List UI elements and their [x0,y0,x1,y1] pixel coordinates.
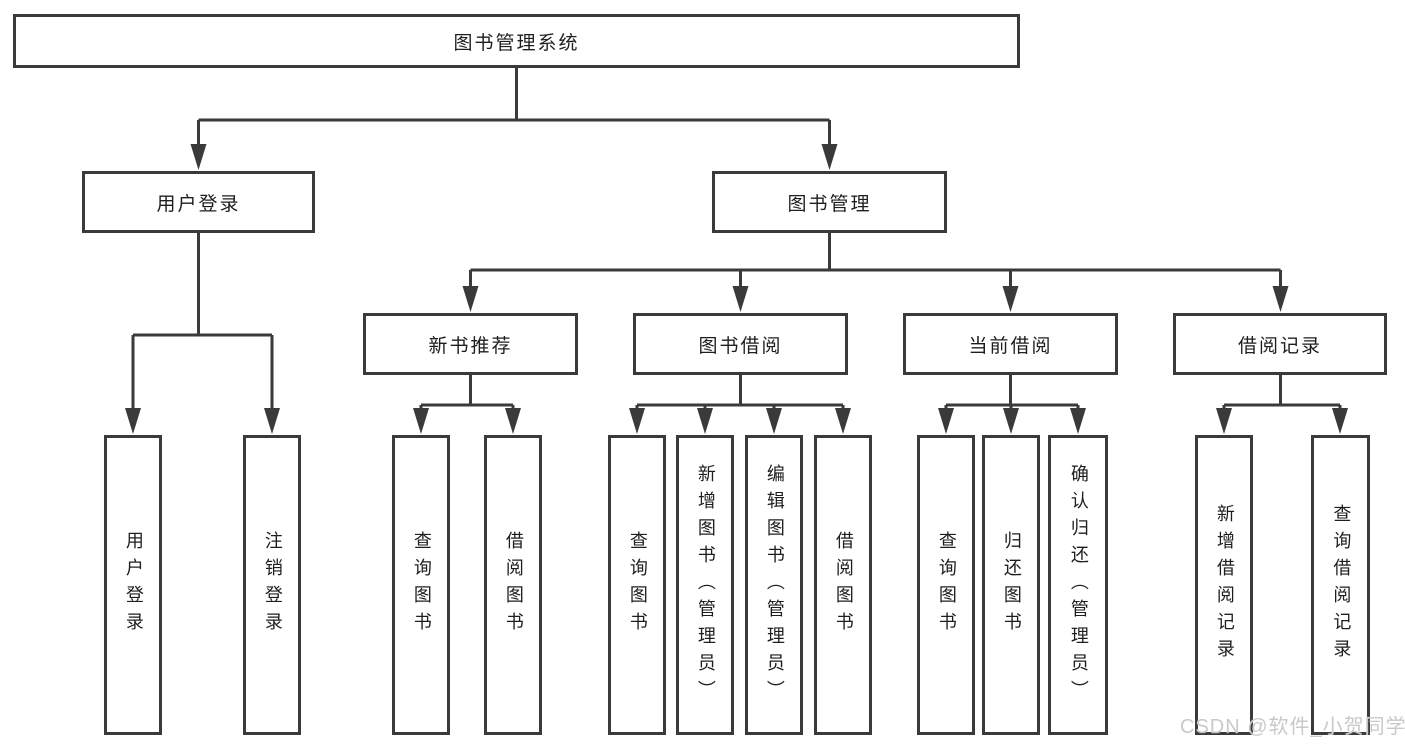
leaf-current-return-books: 归还图书 [982,435,1040,735]
node-current-borrowing-label: 当前借阅 [968,335,1053,357]
leaf-borrowing-borrow-books-label: 借阅图书 [833,531,854,639]
leaf-recommend-borrow-books: 借阅图书 [484,435,542,735]
leaf-borrowing-edit-books-label: 编辑图书（管理员） [764,463,785,707]
node-borrowing-records-label: 借阅记录 [1237,335,1322,357]
leaf-current-confirm-return-label: 确认归还（管理员） [1068,463,1089,707]
leaf-logout: 注销登录 [243,435,301,735]
leaf-borrowing-add-books: 新增图书（管理员） [676,435,734,735]
node-new-book-recommend-label: 新书推荐 [428,335,513,357]
node-book-management-label: 图书管理 [787,193,872,215]
node-user-login: 用户登录 [82,171,315,233]
leaf-borrowing-edit-books: 编辑图书（管理员） [745,435,803,735]
node-book-borrowing-label: 图书借阅 [698,335,783,357]
leaf-borrowing-query-books: 查询图书 [608,435,666,735]
leaf-borrowing-add-books-label: 新增图书（管理员） [695,463,716,707]
leaf-current-confirm-return: 确认归还（管理员） [1048,435,1108,735]
leaf-recommend-query-books: 查询图书 [392,435,450,735]
leaf-logout-label: 注销登录 [262,531,283,639]
node-new-book-recommend: 新书推荐 [363,313,578,375]
leaf-user-login: 用户登录 [104,435,162,735]
node-current-borrowing: 当前借阅 [903,313,1118,375]
leaf-borrowing-borrow-books: 借阅图书 [814,435,872,735]
leaf-records-query-record-label: 查询借阅记录 [1331,504,1352,666]
leaf-records-query-record: 查询借阅记录 [1311,435,1370,735]
leaf-borrowing-query-books-label: 查询图书 [627,531,648,639]
node-user-login-label: 用户登录 [156,193,241,215]
node-root: 图书管理系统 [13,14,1020,68]
node-root-label: 图书管理系统 [453,32,580,54]
leaf-records-add-record: 新增借阅记录 [1195,435,1253,735]
node-book-management: 图书管理 [712,171,947,233]
leaf-current-query-books: 查询图书 [917,435,975,735]
leaf-recommend-borrow-books-label: 借阅图书 [503,531,524,639]
leaf-recommend-query-books-label: 查询图书 [411,531,432,639]
leaf-current-return-books-label: 归还图书 [1001,531,1022,639]
arrowheads [125,144,1348,434]
node-borrowing-records: 借阅记录 [1173,313,1387,375]
leaf-user-login-label: 用户登录 [123,531,144,639]
node-book-borrowing: 图书借阅 [633,313,848,375]
leaf-current-query-books-label: 查询图书 [936,531,957,639]
leaf-records-add-record-label: 新增借阅记录 [1214,504,1235,666]
watermark: CSDN @软件_小贺同学 [1180,716,1405,738]
